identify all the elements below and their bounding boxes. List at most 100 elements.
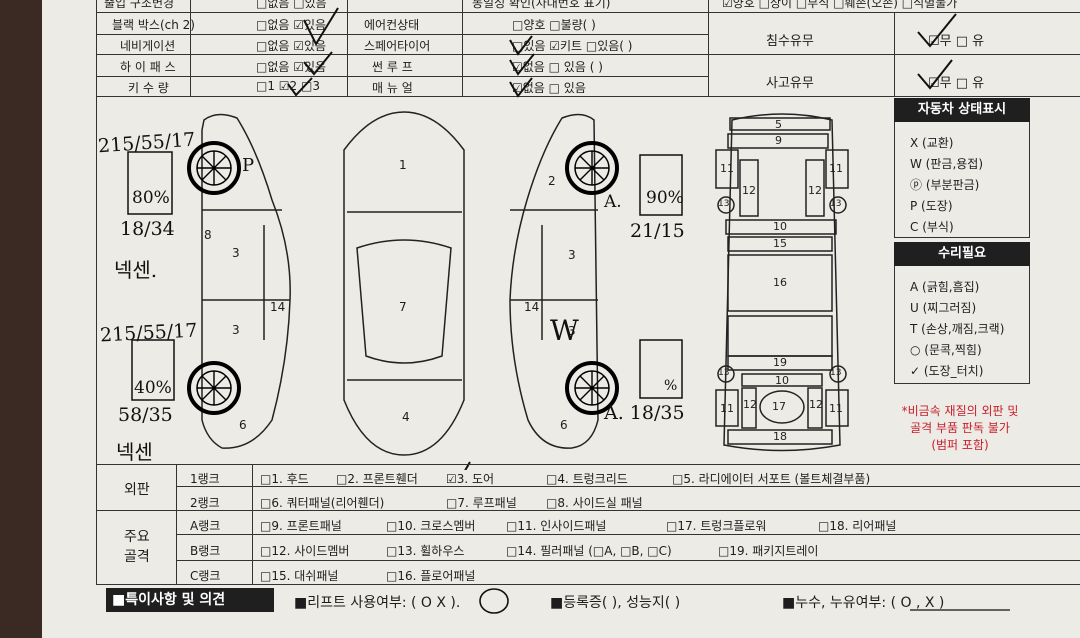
lift-usage[interactable]: ■리프트 사용여부: ( O X ). bbox=[294, 595, 461, 611]
check-front-fender[interactable]: □2. 프론트휀더 bbox=[336, 472, 418, 486]
frame-number: 12 bbox=[808, 184, 822, 197]
navigation-label: 네비게이션 bbox=[120, 39, 176, 53]
tire-date-front-right: 21/15 bbox=[630, 220, 685, 242]
check-floor-panel[interactable]: □16. 플로어패널 bbox=[386, 569, 476, 583]
panel-number: 6 bbox=[560, 418, 568, 432]
frame-number: 10 bbox=[775, 374, 789, 387]
leak-check[interactable]: ■누수, 누유여부: ( O , X ) bbox=[782, 595, 945, 611]
frame-number: 13 bbox=[718, 368, 730, 378]
identity-check-label: 동일성 확인(차대번호 표기) bbox=[472, 0, 611, 10]
mark-front-right: A. bbox=[604, 192, 622, 212]
aircon-label: 에어컨상태 bbox=[364, 18, 420, 32]
panel-number: 1 bbox=[399, 158, 407, 172]
mark-w: W bbox=[550, 314, 579, 347]
sunroof-options[interactable]: ☑없음 □ 있음 ( ) bbox=[512, 60, 603, 74]
inspection-sheet: 출입 구조변경 □없음 □있음 동일성 확인(차대번호 표기) ☑양호 □상이 … bbox=[42, 0, 1080, 638]
sunroof-label: 썬 루 프 bbox=[372, 60, 413, 74]
spare-tire-options[interactable]: □있음 ☑키트 □있음( ) bbox=[512, 39, 633, 53]
frame-number: 11 bbox=[829, 402, 843, 415]
check-trunk-lid[interactable]: □4. 트렁크리드 bbox=[546, 472, 628, 486]
panel-number: 2 bbox=[548, 174, 556, 188]
check-rear-panel[interactable]: □18. 리어패널 bbox=[818, 519, 897, 533]
tire-date-front-left: 18/34 bbox=[120, 218, 175, 240]
panel-number: 8 bbox=[204, 228, 212, 242]
check-trunk-floor[interactable]: □17. 트렁크플로워 bbox=[666, 519, 767, 533]
frame-number: 16 bbox=[773, 276, 787, 289]
check-side-sill[interactable]: □8. 사이드실 패널 bbox=[546, 496, 643, 510]
exterior-label: 외판 bbox=[124, 482, 150, 498]
note-line-3: (범퍼 포함) bbox=[931, 438, 989, 452]
rank-b-label: B랭크 bbox=[190, 544, 221, 558]
frame-number: 12 bbox=[743, 398, 757, 411]
panel-number: 3 bbox=[568, 324, 576, 338]
frame-number: 18 bbox=[773, 430, 787, 443]
panel-number: 14 bbox=[270, 300, 286, 314]
accident-options[interactable]: ☑무 □ 유 bbox=[928, 76, 985, 91]
frame-number: 19 bbox=[773, 356, 787, 369]
accident-label: 사고유무 bbox=[766, 76, 814, 91]
panel-number: 3 bbox=[232, 246, 240, 260]
check-package-tray[interactable]: □19. 패키지트레이 bbox=[718, 544, 819, 558]
check-side-member[interactable]: □12. 사이드멤버 bbox=[260, 544, 350, 558]
check-inside-panel[interactable]: □11. 인사이드패널 bbox=[506, 519, 607, 533]
key-count-options[interactable]: □1 ☑2 □3 bbox=[256, 79, 320, 93]
frame-number: 12 bbox=[742, 184, 756, 197]
rank-1-label: 1랭크 bbox=[190, 472, 220, 486]
note-line-1: *비금속 재질의 외판 및 bbox=[901, 404, 1019, 418]
tire-icons bbox=[187, 141, 619, 415]
remarks-title: ■특이사항 및 의견 bbox=[106, 588, 274, 612]
panel-number: 14 bbox=[524, 300, 540, 314]
hipass-label: 하 이 패 스 bbox=[120, 60, 176, 74]
identity-check-options[interactable]: ☑양호 □상이 □부식 □훼손(오손) □식별불가 bbox=[722, 0, 958, 10]
check-pillar-panel[interactable]: □14. 필러패널 (□A, □B, □C) bbox=[506, 544, 672, 558]
hipass-options[interactable]: □없음 ☑있음 bbox=[256, 60, 327, 74]
legend-status-item: X (교환) bbox=[910, 136, 954, 150]
registration-performance[interactable]: ■등록증( ), 성능지( ) bbox=[550, 595, 681, 611]
navigation-options[interactable]: □없음 ☑있음 bbox=[256, 39, 327, 53]
structure-change-label: 출입 구조변경 bbox=[104, 0, 175, 10]
manual-label: 매 뉴 얼 bbox=[372, 81, 413, 95]
frame-number: 17 bbox=[772, 400, 786, 413]
tread-rear-left: 40% bbox=[134, 378, 172, 398]
frame-number: 9 bbox=[775, 134, 782, 147]
tire-brand-front-left: 넥센. bbox=[114, 258, 158, 282]
aircon-options[interactable]: □양호 □불량( ) bbox=[512, 18, 596, 32]
check-wheel-house[interactable]: □13. 휠하우스 bbox=[386, 544, 465, 558]
car-diagram bbox=[127, 7, 957, 470]
mark-percent: % bbox=[664, 378, 678, 394]
panel-number: 3 bbox=[232, 323, 240, 337]
legend-status-title: 자동차 상태표시 bbox=[894, 98, 1030, 122]
frame-number: 12 bbox=[809, 398, 823, 411]
frame-number: 13 bbox=[718, 199, 730, 209]
frame-number: 11 bbox=[720, 402, 734, 415]
legend-repair-title: 수리필요 bbox=[894, 242, 1030, 266]
check-quarter-panel[interactable]: □6. 쿼터패널(리어휀더) bbox=[260, 496, 385, 510]
blackbox-label: 블랙 박스(ch 2) bbox=[112, 18, 195, 32]
note-line-2: 골격 부품 판독 불가 bbox=[910, 421, 1010, 435]
legend-status-item: W (판금,용접) bbox=[910, 157, 984, 171]
check-hood[interactable]: □1. 후드 bbox=[260, 472, 309, 486]
check-door[interactable]: ☑3. 도어 bbox=[446, 472, 495, 486]
legend-repair-item: T (손상,깨짐,크랙) bbox=[910, 322, 1005, 336]
panel-number: 6 bbox=[239, 418, 247, 432]
rank-c-label: C랭크 bbox=[190, 569, 221, 583]
rank-2-label: 2랭크 bbox=[190, 496, 220, 510]
manual-options[interactable]: ☑없음 □ 있음 bbox=[512, 81, 586, 95]
legend-repair-item: ○ (문콕,찍힘) bbox=[910, 343, 982, 357]
check-roof-panel[interactable]: □7. 루프패널 bbox=[446, 496, 517, 510]
check-dash-panel[interactable]: □15. 대쉬패널 bbox=[260, 569, 339, 583]
check-front-panel[interactable]: □9. 프론트패널 bbox=[260, 519, 342, 533]
tire-date-rear-right: A. 18/35 bbox=[604, 402, 685, 424]
flood-options[interactable]: ☑무 □ 유 bbox=[928, 34, 985, 49]
frame-number: 11 bbox=[829, 162, 843, 175]
mark-p: P bbox=[242, 155, 255, 176]
legend-status-item: C (부식) bbox=[910, 220, 954, 234]
check-cross-member[interactable]: □10. 크로스멤버 bbox=[386, 519, 476, 533]
structure-change-options[interactable]: □없음 □있음 bbox=[256, 0, 327, 10]
frame-number: 5 bbox=[775, 118, 782, 131]
rank-a-label: A랭크 bbox=[190, 519, 221, 533]
legend-repair-item: U (찌그러짐) bbox=[910, 301, 977, 315]
check-radiator-support[interactable]: □5. 라디에이터 서포트 (볼트체결부품) bbox=[672, 472, 871, 486]
frame-number: 13 bbox=[830, 199, 842, 209]
key-count-label: 키 수 량 bbox=[128, 81, 169, 95]
